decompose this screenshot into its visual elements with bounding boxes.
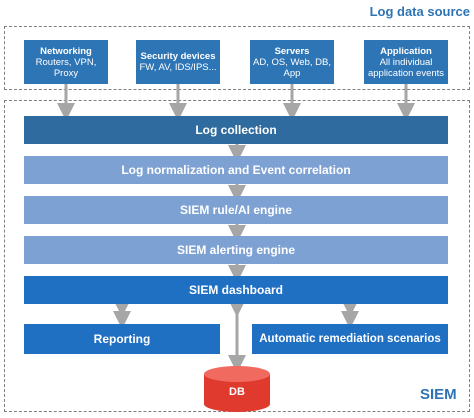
source-networking-desc: Routers, VPN, Proxy <box>35 56 97 79</box>
layer-log-collection: Log collection <box>24 116 448 144</box>
source-servers: Servers AD, OS, Web, DB, App <box>250 40 334 84</box>
source-networking-title: Networking <box>40 45 92 57</box>
source-application: Application All individual application e… <box>364 40 448 84</box>
source-application-desc: All individual application events <box>367 56 445 79</box>
output-automatic-remediation: Automatic remediation scenarios <box>252 324 448 354</box>
source-servers-title: Servers <box>274 45 310 57</box>
source-networking: Networking Routers, VPN, Proxy <box>24 40 108 84</box>
layer-normalization-correlation: Log normalization and Event correlation <box>24 156 448 184</box>
siem-label: SIEM <box>420 386 457 403</box>
layer-siem-dashboard: SIEM dashboard <box>24 276 448 304</box>
output-reporting: Reporting <box>24 324 220 354</box>
db-cylinder-icon <box>204 366 270 412</box>
layer-rule-ai-engine: SIEM rule/AI engine <box>24 196 448 224</box>
arrow-group <box>57 84 415 373</box>
log-data-source-frame <box>4 26 470 90</box>
db-label: DB <box>229 386 245 398</box>
source-servers-desc: AD, OS, Web, DB, App <box>253 56 331 79</box>
source-security-devices-desc: FW, AV, IDS/IPS... <box>139 62 217 73</box>
log-data-source-title: Log data source <box>369 4 470 19</box>
source-security-devices-title: Security devices <box>140 51 216 62</box>
source-application-title: Application <box>380 45 432 57</box>
layer-alerting-engine: SIEM alerting engine <box>24 236 448 264</box>
source-security-devices: Security devices FW, AV, IDS/IPS... <box>136 40 220 84</box>
